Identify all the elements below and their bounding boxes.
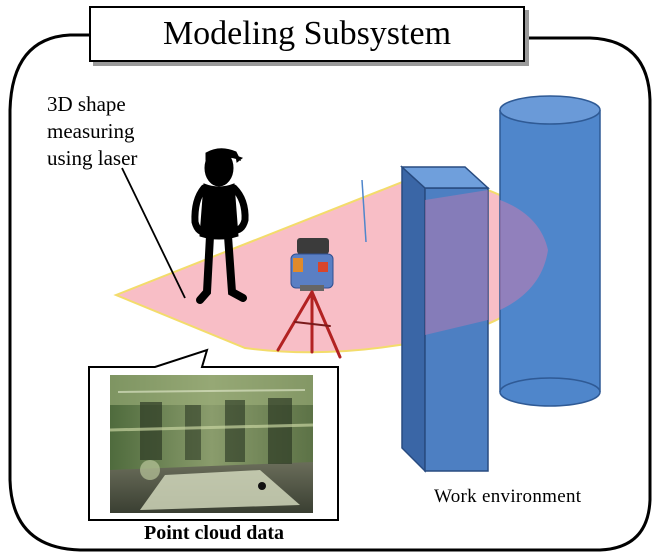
point-cloud-caption: Point cloud data [143, 522, 285, 544]
measuring-label-line-1: 3D shape [47, 92, 126, 116]
laser-fan-overlay-pillar [425, 190, 488, 335]
diagram-title: Modeling Subsystem [89, 6, 525, 62]
person-silhouette-icon [191, 148, 249, 304]
tripod-icon [276, 290, 342, 359]
point-cloud-image [109, 375, 314, 513]
measuring-label-line-3: using laser [47, 146, 138, 170]
laser-fan-overlay [500, 200, 548, 310]
laser-scanner-icon [290, 238, 334, 291]
label-pointer-line [121, 167, 186, 299]
work-environment-label: Work environment [434, 486, 582, 507]
box-pillar [400, 165, 490, 473]
laser-beam [361, 179, 367, 243]
outer-frame [8, 33, 652, 552]
measuring-label-line-2: measuring [47, 119, 135, 143]
measuring-label: 3D shape measuring using laser [47, 91, 137, 172]
